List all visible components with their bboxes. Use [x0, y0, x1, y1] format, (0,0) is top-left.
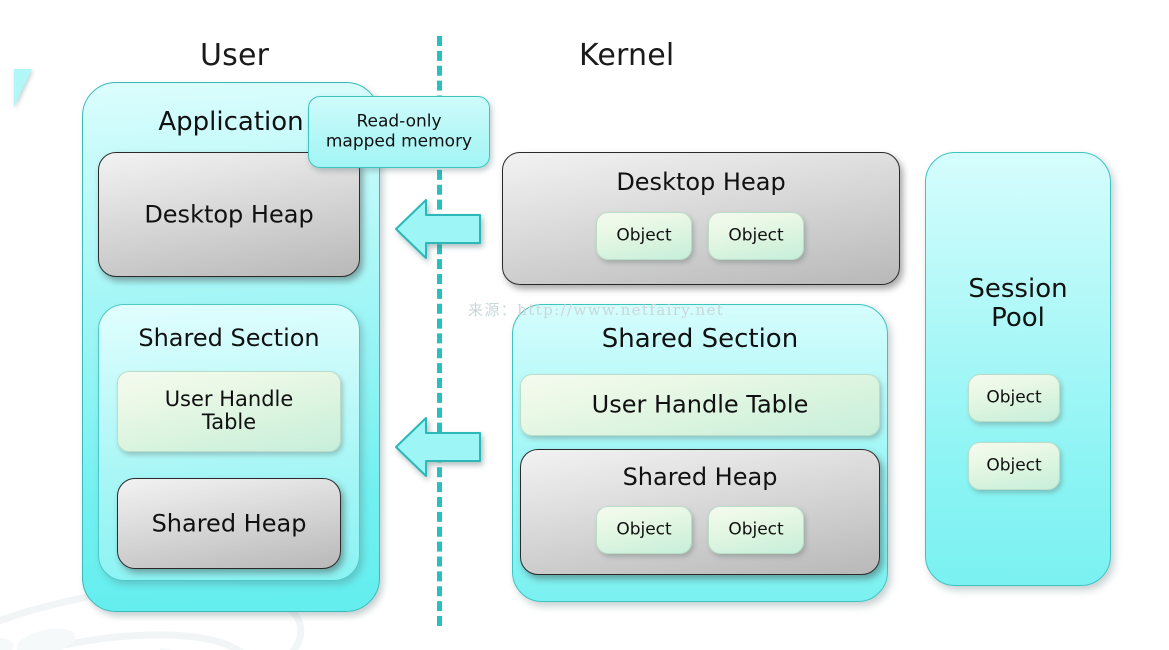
- user-handle-table-label: User Handle Table: [118, 386, 340, 436]
- arrow-shared-section-mapping: [392, 414, 484, 480]
- session-pool-label: Session Pool: [926, 274, 1110, 334]
- object-label: Object: [986, 387, 1042, 408]
- kernel-shared-heap-box: Shared Heap: [520, 449, 880, 575]
- read-only-mapped-memory-callout: Read-only mapped memory: [308, 96, 490, 168]
- user-handle-table-box: User Handle Table: [117, 371, 341, 452]
- kernel-desktop-heap-label: Desktop Heap: [616, 168, 786, 196]
- user-desktop-heap-box: Desktop Heap: [98, 152, 360, 277]
- callout-line2: mapped memory: [325, 132, 473, 152]
- user-shared-section-label: Shared Section: [138, 324, 320, 352]
- application-label: Application: [158, 107, 304, 137]
- callout-line1: Read-only: [356, 111, 442, 132]
- object-label: Object: [616, 519, 672, 540]
- session-pool-object-1: Object: [968, 374, 1060, 422]
- callout-tail-icon: [14, 69, 32, 107]
- kernel-user-handle-table-label: User Handle Table: [591, 390, 809, 419]
- session-pool-box: Session Pool: [925, 152, 1111, 586]
- object-label: Object: [986, 455, 1042, 476]
- object-label: Object: [616, 225, 672, 246]
- kernel-shared-section-label: Shared Section: [601, 324, 799, 354]
- user-shared-heap-label: Shared Heap: [151, 508, 307, 537]
- session-pool-object-2: Object: [968, 442, 1060, 490]
- object-label: Object: [728, 519, 784, 540]
- user-handle-table-line2: Table: [201, 410, 257, 435]
- kernel-shared-heap-label: Shared Heap: [622, 463, 778, 491]
- kernel-shared-heap-object-1: Object: [596, 506, 692, 554]
- arrow-desktop-heap-mapping: [392, 196, 484, 262]
- kernel-desktop-heap-box: Desktop Heap: [502, 152, 900, 285]
- kernel-shared-heap-object-2: Object: [708, 506, 804, 554]
- kernel-desktop-heap-object-1: Object: [596, 212, 692, 260]
- user-handle-table-line1: User Handle: [164, 386, 294, 411]
- kernel-user-handle-table-box: User Handle Table: [520, 374, 880, 436]
- user-side-heading: User: [200, 38, 270, 73]
- object-label: Object: [728, 225, 784, 246]
- session-pool-line1: Session: [968, 274, 1068, 304]
- kernel-side-heading: Kernel: [579, 38, 675, 73]
- kernel-desktop-heap-object-2: Object: [708, 212, 804, 260]
- session-pool-line2: Pool: [991, 303, 1045, 334]
- user-kernel-boundary-divider: [437, 36, 442, 626]
- user-desktop-heap-label: Desktop Heap: [144, 199, 314, 228]
- callout-text: Read-only mapped memory: [315, 112, 483, 153]
- user-shared-heap-box: Shared Heap: [117, 478, 341, 569]
